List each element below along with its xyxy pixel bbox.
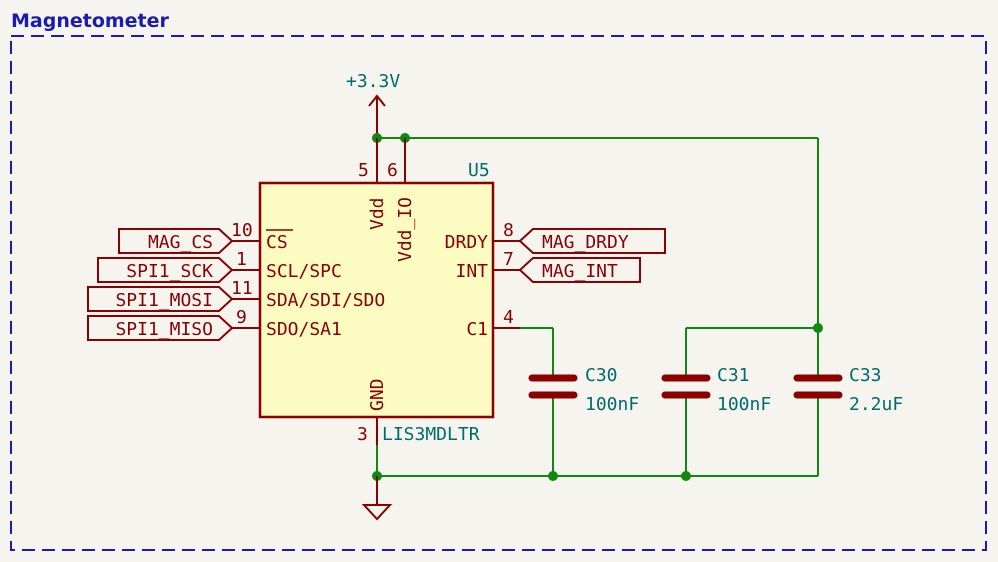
junction-dot [813,323,823,333]
pin-number-sdo: 9 [236,307,247,328]
label-mag-drdy[interactable]: MAG_DRDY [542,232,629,253]
cap-c30-ref: C30 [585,365,618,386]
sheet-border [10,35,987,551]
pin-name-cs: CS [266,232,288,253]
pin-name-sda: SDA/SDI/SDO [266,290,385,311]
ic-body[interactable] [258,181,495,419]
ic-pins [232,138,520,445]
cap-c33-value: 2.2uF [849,394,903,415]
pin-name-gnd: GND [367,378,388,411]
ic-reference: U5 [468,160,490,181]
label-mag-cs[interactable]: MAG_CS [148,232,213,253]
pin-name-drdy: DRDY [445,232,489,253]
label-mag-drdy-box[interactable] [518,228,666,254]
power-rail-label: +3.3V [346,71,400,92]
junction-dot [681,471,691,481]
pin-name-vdd: Vdd [367,197,388,230]
pin-number-gnd: 3 [357,424,368,445]
cap-c33-ref: C33 [849,365,882,386]
pin-name-c1: C1 [466,319,488,340]
label-spi1-sck[interactable]: SPI1_SCK [126,261,213,282]
ic-value: LIS3MDLTR [382,424,480,445]
pin-number-sda: 11 [231,278,253,299]
capacitor-c33[interactable] [793,374,843,399]
label-mag-cs-box[interactable] [118,228,234,254]
label-mag-int[interactable]: MAG_INT [542,261,618,282]
pin-name-sdo: SDO/SA1 [266,319,342,340]
pin-name-scl: SCL/SPC [266,261,342,282]
pin-number-cs: 10 [231,220,253,241]
sheet-title: Magnetometer [11,10,170,32]
pin-number-int: 7 [503,249,514,270]
pin-number-vdd-io: 6 [387,160,398,181]
label-spi1-miso-box[interactable] [87,315,234,341]
wires [376,137,819,477]
label-spi1-sck-box[interactable] [97,257,234,283]
label-spi1-miso[interactable]: SPI1_MISO [115,319,213,340]
label-mag-int-box[interactable] [518,257,641,283]
pin-number-drdy: 8 [503,220,514,241]
pin-number-scl: 1 [236,249,247,270]
pin-number-vdd: 5 [358,160,369,181]
pin-name-vdd-io: Vdd_IO [395,197,416,262]
cap-c31-value: 100nF [717,394,771,415]
label-spi1-mosi-box[interactable] [87,286,234,312]
pin-name-int: INT [455,261,488,282]
capacitor-c31[interactable] [661,374,711,399]
power-symbol-3v3 [368,94,386,138]
cap-c30-value: 100nF [585,394,639,415]
capacitor-c30[interactable] [528,374,578,399]
junction-dot [548,471,558,481]
cap-c31-ref: C31 [717,365,750,386]
label-spi1-mosi[interactable]: SPI1_MOSI [115,290,213,311]
pin-number-c1: 4 [503,307,514,328]
ground-symbol [361,476,393,521]
